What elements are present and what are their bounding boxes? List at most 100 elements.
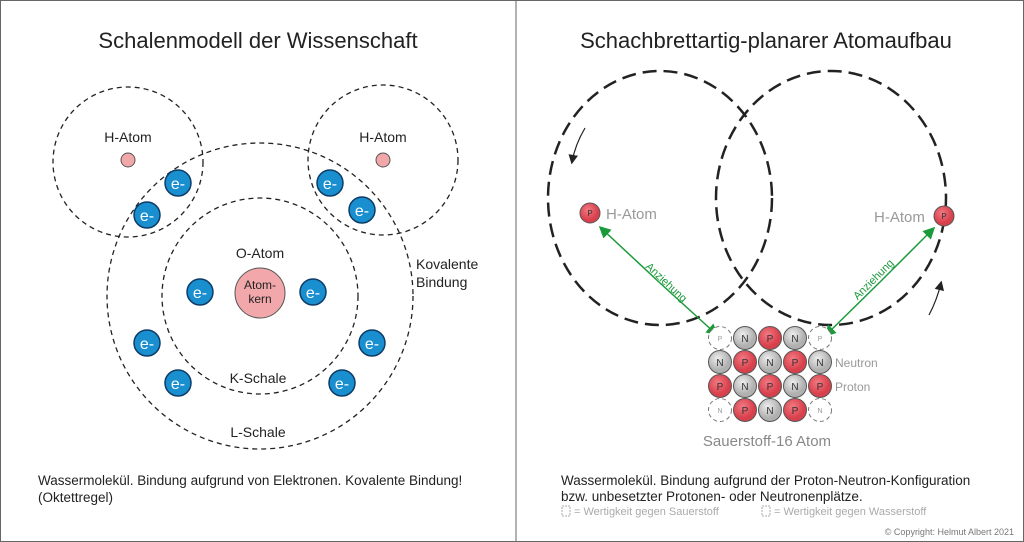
electron [348, 196, 376, 224]
nucleon-label: N [717, 408, 722, 415]
neutron [758, 350, 782, 374]
left-caption-1: Wassermolekül. Bindung aufgrund von Elek… [38, 473, 462, 488]
right-caption-1: Wassermolekül. Bindung aufgrund der Prot… [561, 473, 970, 488]
proton [758, 326, 782, 350]
electron-label: e- [193, 285, 207, 302]
rotation-arrow-left [568, 127, 586, 165]
electron-label: e- [355, 203, 369, 220]
proton [783, 398, 807, 422]
proton [733, 398, 757, 422]
nucleon-label: N [791, 382, 798, 393]
neutron [708, 350, 732, 374]
nucleon-label: P [717, 382, 724, 393]
right-h-atom-label-left: H-Atom [606, 206, 657, 223]
h-nucleus-right [375, 152, 391, 168]
electron [133, 329, 161, 357]
shells [52, 84, 459, 450]
h-proton-right [933, 205, 955, 227]
empty-slot [808, 398, 832, 422]
h-atom-shell-right [307, 84, 459, 236]
orbit-left [546, 69, 774, 327]
nucleon-label: N [741, 382, 748, 393]
electron-label: e- [323, 176, 337, 193]
h-atom-label-left: H-Atom [104, 129, 151, 145]
bond-label-2: Bindung [416, 274, 467, 290]
attraction-arrow-left-up [598, 225, 661, 284]
electron-label: e- [140, 208, 154, 225]
attraction-arrow-right-down [823, 281, 881, 338]
h-proton-left-label: P [587, 209, 592, 218]
electrons: e-e-e-e-e-e-e-e-e-e- [133, 169, 386, 397]
proton [783, 350, 807, 374]
attraction-arrow-right-up [879, 226, 936, 283]
nucleon-label: N [741, 334, 748, 345]
nucleon-label: P [767, 334, 774, 345]
nucleon-label: P [792, 358, 799, 369]
bond-label-1: Kovalente [416, 256, 478, 272]
nucleon-label: P [718, 336, 723, 343]
h-proton-right-label: P [941, 212, 946, 221]
neutron [733, 374, 757, 398]
hydrogen-valence-icon [761, 505, 771, 517]
proton [758, 374, 782, 398]
k-shell-label: K-Schale [230, 370, 287, 386]
electron-label: e- [306, 285, 320, 302]
copyright: © Copyright: Helmut Albert 2021 [885, 527, 1014, 537]
nucleon-label: P [818, 336, 823, 343]
neutron [783, 374, 807, 398]
empty-slot [808, 326, 832, 350]
electron [316, 169, 344, 197]
neutron [808, 350, 832, 374]
nucleon-label: N [816, 358, 823, 369]
oxygen-atom-label: Sauerstoff-16 Atom [703, 433, 831, 450]
orbit-right [714, 69, 948, 327]
proton [708, 374, 732, 398]
left-caption-2: (Oktettregel) [38, 490, 113, 505]
attraction-label-left: Anziehung [643, 261, 689, 305]
o-atom-label: O-Atom [236, 245, 284, 261]
l-shell-label: L-Schale [230, 424, 285, 440]
legend-hydrogen: = Wertigkeit gegen Wasserstoff [774, 506, 927, 518]
nucleon-label: P [767, 382, 774, 393]
neutron [758, 398, 782, 422]
rotation-arrow-right [928, 280, 945, 316]
right-title: Schachbrettartig-planarer Atomaufbau [580, 28, 952, 53]
oxygen-valence-icon [561, 505, 571, 517]
nucleon-label: P [817, 382, 824, 393]
legend-oxygen: = Wertigkeit gegen Sauerstoff [574, 506, 720, 518]
orbits [546, 69, 948, 327]
k-shell [161, 197, 359, 395]
h-atom-label-right: H-Atom [359, 129, 406, 145]
attraction-arrow-left-down [659, 282, 719, 337]
electron-label: e- [335, 376, 349, 393]
atom-nucleus [234, 267, 286, 319]
left-title: Schalenmodell der Wissenschaft [98, 28, 417, 53]
nucleus-label-2: kern [248, 292, 271, 306]
proton [733, 350, 757, 374]
nucleon-label: N [766, 358, 773, 369]
empty-slot [708, 326, 732, 350]
empty-slot [708, 398, 732, 422]
h-nucleus-left [120, 152, 136, 168]
electron [186, 278, 214, 306]
right-h-atom-label-right: H-Atom [874, 209, 925, 226]
h-proton-left [579, 202, 601, 224]
electron-label: e- [365, 336, 379, 353]
nucleon-label: P [792, 406, 799, 417]
electron [299, 278, 327, 306]
electron [358, 329, 386, 357]
electron-label: e- [171, 376, 185, 393]
electron [328, 369, 356, 397]
nucleus-label-1: Atom- [244, 278, 276, 292]
electron [164, 169, 192, 197]
neutron [783, 326, 807, 350]
nucleon-label: N [791, 334, 798, 345]
nucleon-label: P [742, 406, 749, 417]
right-caption-2: bzw. unbesetzter Protonen- oder Neutrone… [561, 489, 863, 504]
nucleon-label: N [766, 406, 773, 417]
neutron [733, 326, 757, 350]
